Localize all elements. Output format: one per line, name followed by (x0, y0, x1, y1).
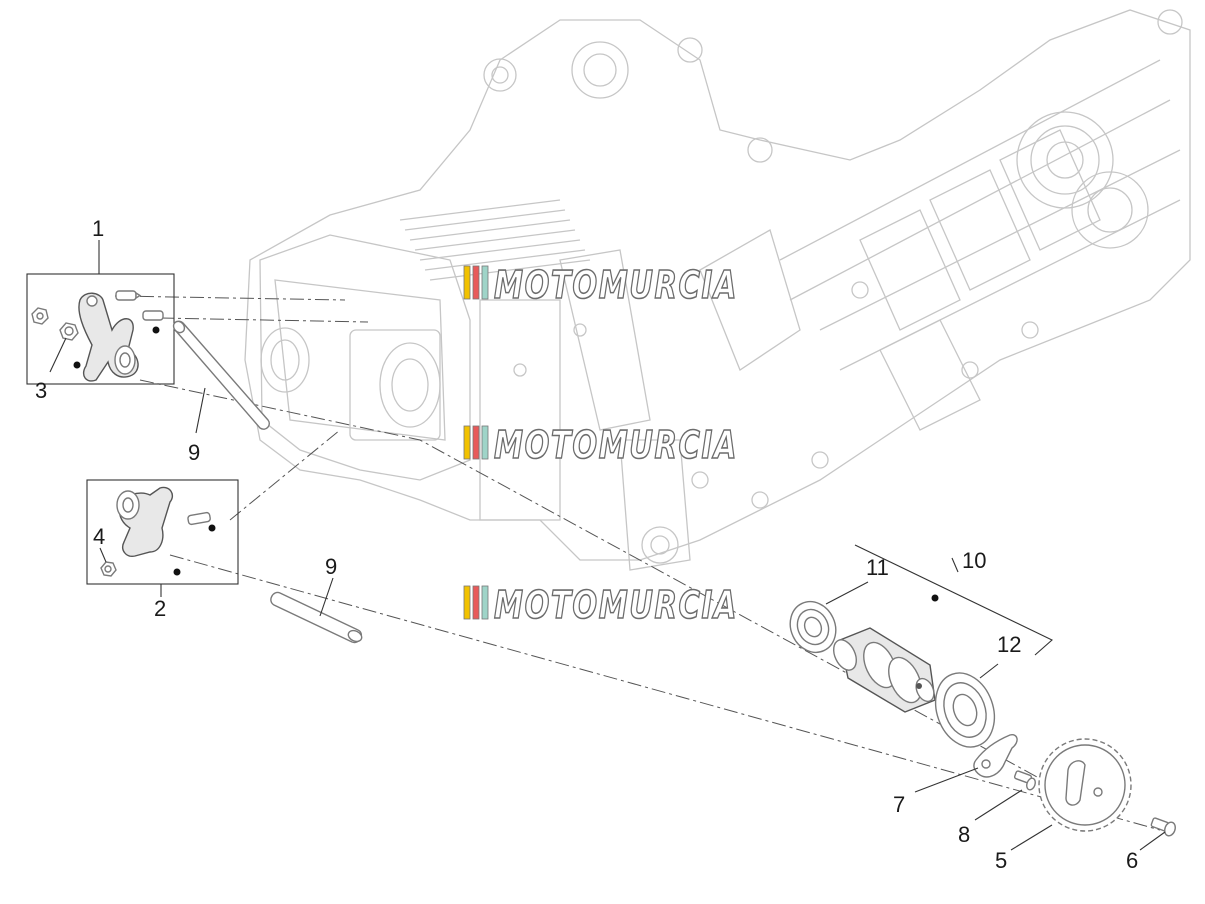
bearing-part-12 (934, 672, 996, 748)
callout-11: 11 (866, 555, 889, 580)
callout-9-lower: 9 (325, 554, 337, 579)
callout-1: 1 (92, 216, 104, 241)
watermark-stripe-teal (481, 265, 489, 300)
callout-8: 8 (958, 822, 970, 847)
bearing-part-11 (789, 600, 837, 654)
callout-7: 7 (893, 792, 905, 817)
adjuster-screw-part (115, 290, 164, 321)
callout-6: 6 (1126, 848, 1138, 873)
callout-labels: 1 3 9 4 2 9 11 10 12 7 8 5 6 (35, 216, 1138, 873)
callout-5: 5 (995, 848, 1007, 873)
drive-plate-part-7 (973, 734, 1018, 778)
nut-part (31, 307, 79, 341)
screw-part-8 (1013, 770, 1036, 791)
watermark-stripe-yellow (463, 265, 471, 300)
engine-crankcase-drawing (244, 9, 1191, 571)
callout-4: 4 (93, 524, 105, 549)
watermark-stripe-teal (481, 585, 489, 620)
rocker-arm-group-2 (86, 479, 239, 585)
callout-2: 2 (154, 596, 166, 621)
watermark-stripe-yellow (463, 585, 471, 620)
watermark-middle: MOTOMURCIA (463, 422, 738, 468)
callout-10: 10 (962, 548, 986, 573)
watermark-text: MOTOMURCIA (494, 263, 738, 307)
watermark-text: MOTOMURCIA (494, 583, 738, 627)
watermark-top: MOTOMURCIA (463, 262, 738, 308)
leader-lines (49, 240, 1166, 851)
watermark-bottom: MOTOMURCIA (463, 582, 738, 628)
watermark-stripe-yellow (463, 425, 471, 460)
group-2-frame (86, 479, 239, 585)
watermark-text: MOTOMURCIA (494, 423, 738, 467)
callout-3: 3 (35, 378, 47, 403)
watermark-stripe-red (472, 425, 480, 460)
camshaft-part (832, 627, 936, 713)
rocker-shaft-pin-lower (270, 591, 363, 644)
watermark-stripe-red (472, 585, 480, 620)
bolt-part-6 (1150, 817, 1176, 837)
watermark-stripe-red (472, 265, 480, 300)
callout-9-upper: 9 (188, 440, 200, 465)
sprocket-part-5 (1038, 738, 1132, 832)
group-10-bracket (854, 544, 1053, 656)
rocker-shaft-pin-upper (172, 320, 270, 430)
rocker-arm-group-1 (26, 273, 175, 385)
callout-12: 12 (997, 632, 1021, 657)
watermark-stripe-teal (481, 425, 489, 460)
camshaft-assembly (789, 544, 1053, 748)
